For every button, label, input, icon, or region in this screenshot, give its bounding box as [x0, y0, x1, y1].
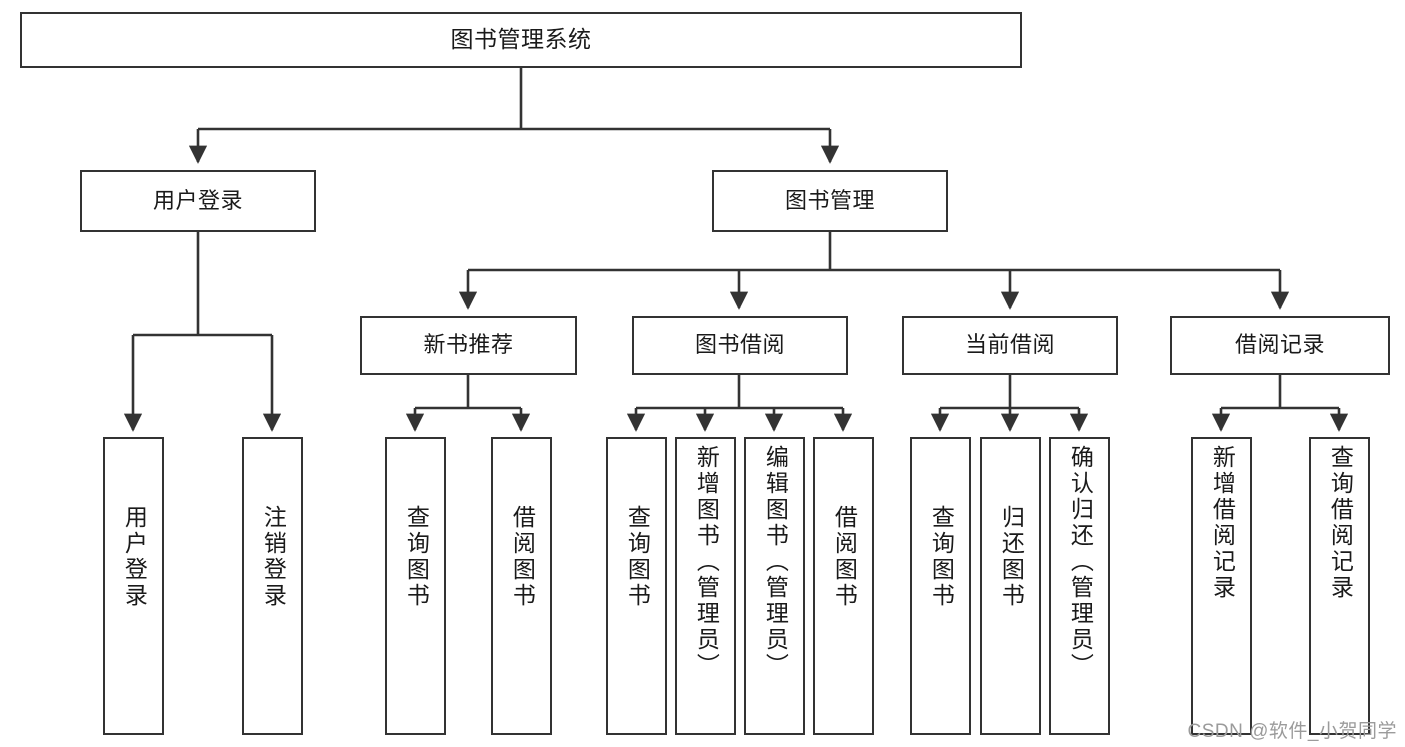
node-leaf-query-borrow-record[interactable]: 查询借阅记录	[1309, 437, 1370, 735]
node-leaf-confirm-return[interactable]: 确认归还（管理员）	[1049, 437, 1110, 735]
node-label: 新增图书（管理员）	[693, 445, 720, 679]
node-label: 新增借阅记录	[1209, 445, 1236, 601]
node-leaf-return-book[interactable]: 归还图书	[980, 437, 1041, 735]
node-label: 图书管理系统	[450, 26, 592, 53]
node-label: 借阅图书	[509, 505, 536, 609]
node-label: 查询图书	[403, 505, 430, 609]
node-leaf-query-book-recommend[interactable]: 查询图书	[385, 437, 446, 735]
node-leaf-query-book-borrow[interactable]: 查询图书	[606, 437, 667, 735]
node-user-login[interactable]: 用户登录	[80, 170, 316, 232]
node-book-management[interactable]: 图书管理	[712, 170, 948, 232]
node-leaf-add-book[interactable]: 新增图书（管理员）	[675, 437, 736, 735]
node-label: 归还图书	[998, 505, 1025, 609]
node-label: 借阅记录	[1234, 332, 1325, 358]
node-label: 编辑图书（管理员）	[762, 445, 789, 679]
node-label: 新书推荐	[423, 332, 514, 358]
watermark-text: CSDN @软件_小贺同学	[1187, 721, 1397, 742]
node-label: 确认归还（管理员）	[1067, 445, 1094, 679]
node-label: 查询图书	[624, 505, 651, 609]
node-leaf-borrow-book-recommend[interactable]: 借阅图书	[491, 437, 552, 735]
node-leaf-query-book-current[interactable]: 查询图书	[910, 437, 971, 735]
node-label: 用户登录	[121, 505, 148, 609]
node-label: 当前借阅	[964, 332, 1055, 358]
node-leaf-add-borrow-record[interactable]: 新增借阅记录	[1191, 437, 1252, 735]
node-leaf-user-login[interactable]: 用户登录	[103, 437, 164, 735]
node-label: 图书管理	[784, 187, 875, 213]
node-label: 借阅图书	[831, 505, 858, 609]
node-leaf-borrow-book-borrow[interactable]: 借阅图书	[813, 437, 874, 735]
node-label: 查询借阅记录	[1327, 445, 1354, 601]
node-leaf-logout-login[interactable]: 注销登录	[242, 437, 303, 735]
node-new-book-recommend[interactable]: 新书推荐	[360, 316, 577, 375]
node-label: 注销登录	[260, 505, 287, 609]
node-borrow-record[interactable]: 借阅记录	[1170, 316, 1390, 375]
node-book-management-system[interactable]: 图书管理系统	[20, 12, 1022, 68]
node-current-borrow[interactable]: 当前借阅	[902, 316, 1118, 375]
node-label: 查询图书	[928, 505, 955, 609]
node-label: 图书借阅	[694, 332, 785, 358]
node-label: 用户登录	[152, 187, 243, 213]
node-book-borrow[interactable]: 图书借阅	[632, 316, 848, 375]
node-leaf-edit-book[interactable]: 编辑图书（管理员）	[744, 437, 805, 735]
